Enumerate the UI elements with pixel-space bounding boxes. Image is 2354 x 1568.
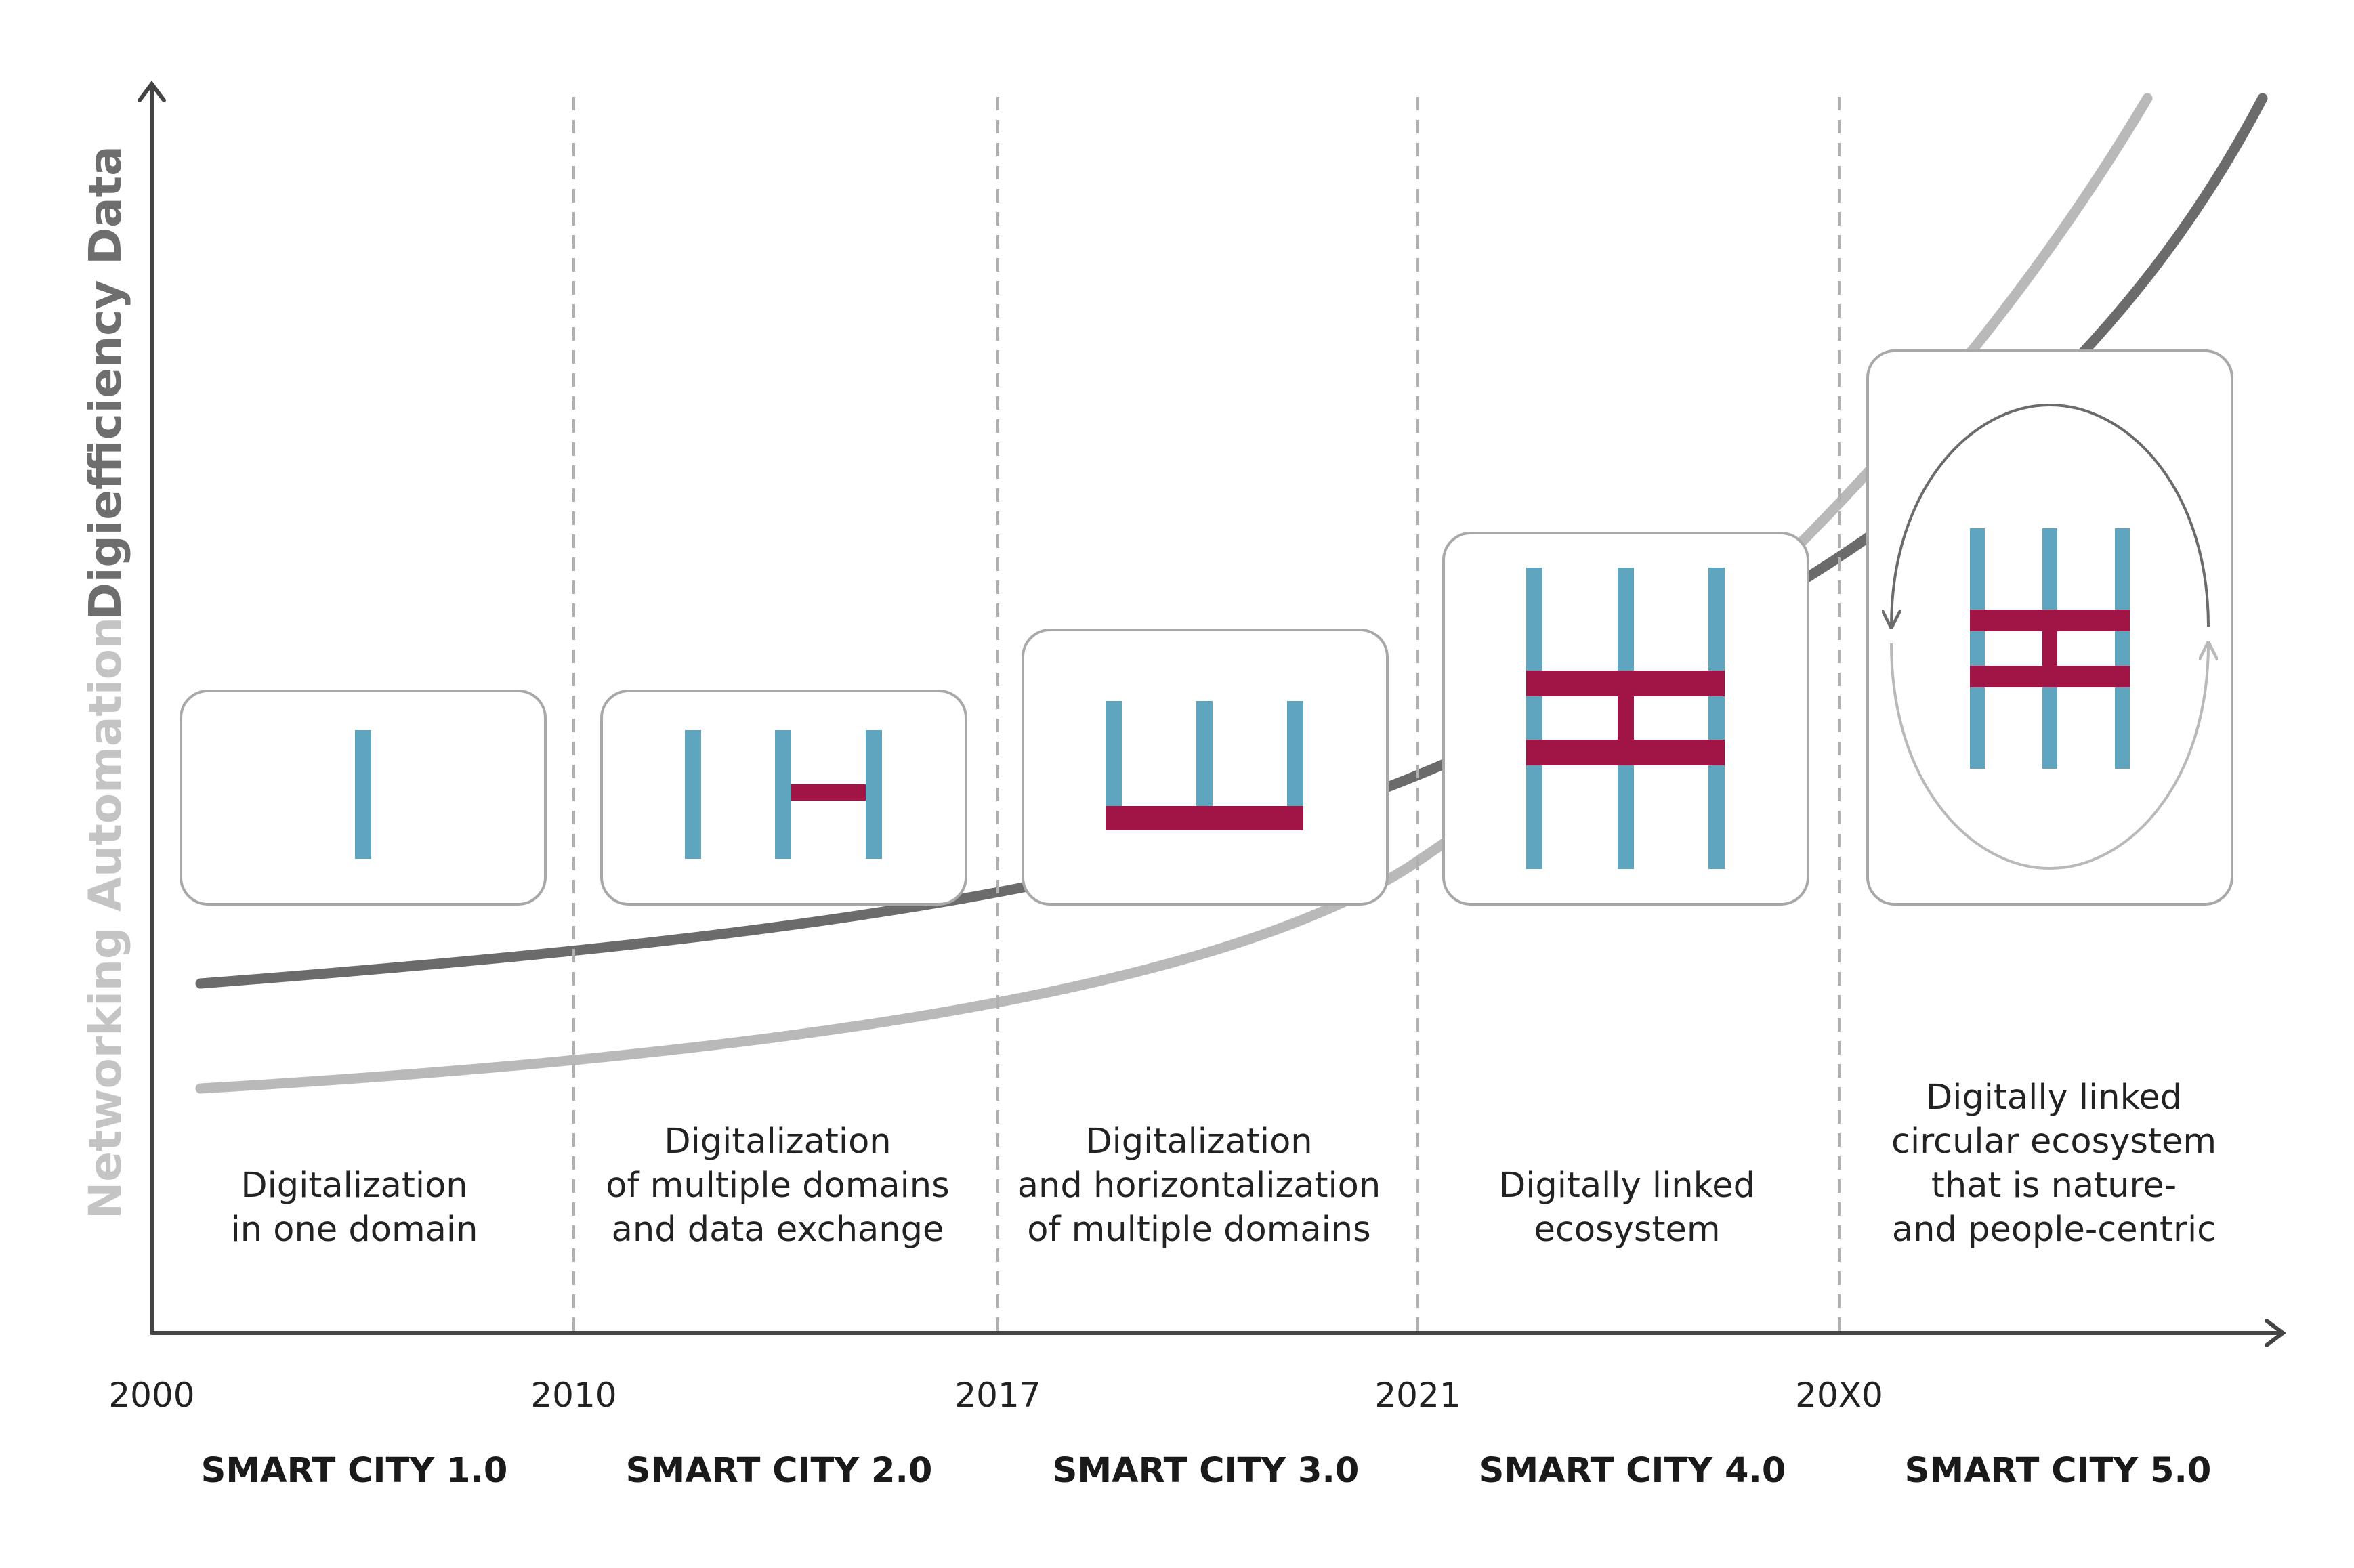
stage-3-card (1022, 629, 1389, 906)
stage-1-title: SMART CITY 1.0 (201, 1451, 508, 1491)
domain-bar (866, 730, 882, 859)
stage-2-description-line: and data exchange (612, 1210, 944, 1250)
y-label-data: Digiefficiency Data (79, 146, 131, 620)
stage-5-card (1866, 349, 2233, 906)
domain-bar (1970, 528, 1985, 769)
stage-5-description-line: circular ecosystem (1891, 1122, 2216, 1162)
stage-2-year: 2010 (530, 1376, 616, 1415)
ecosystem-link-lower (1526, 740, 1725, 765)
stage-3-description-line: of multiple domains (1027, 1210, 1370, 1250)
automation-growth-curve (195, 93, 2153, 1094)
ecosystem-link-upper (1526, 671, 1725, 696)
stage-1-description-line: in one domain (231, 1210, 478, 1250)
stage-5-description-line: Digitally linked (1926, 1078, 2182, 1118)
stage-4-title: SMART CITY 4.0 (1479, 1451, 1786, 1491)
circular-arrow-dark (1891, 403, 2210, 627)
stage-2-description-line: Digitalization (664, 1122, 891, 1162)
domain-bar (1708, 568, 1725, 869)
circular-link-vertical (2042, 631, 2057, 666)
stage-1-year: 2000 (108, 1376, 194, 1415)
horizontal-link (1106, 806, 1303, 830)
stage-5-description-line: that is nature- (1931, 1166, 2177, 1206)
stage-5-description-line: and people-centric (1892, 1210, 2216, 1250)
domain-bar (1526, 568, 1542, 869)
axes (138, 81, 2286, 1347)
stage-2-card (600, 690, 967, 906)
stage-3-year: 2017 (954, 1376, 1041, 1415)
stage-2-description-line: of multiple domains (606, 1166, 949, 1206)
stage-3-title: SMART CITY 3.0 (1053, 1451, 1360, 1491)
stage-3-description-line: Digitalization (1085, 1122, 1312, 1162)
stage-2-title: SMART CITY 2.0 (626, 1451, 933, 1491)
domain-bar (685, 730, 701, 859)
stage-4-description-line: Digitally linked (1499, 1166, 1755, 1206)
stage-3-description-line: and horizontalization (1017, 1166, 1381, 1206)
stage-1-description-line: Digitalization (240, 1166, 467, 1206)
stage-4-description-line: ecosystem (1534, 1210, 1721, 1250)
stage-4-year: 2021 (1374, 1376, 1460, 1415)
domain-bar (775, 730, 791, 859)
ecosystem-link-vertical (1618, 696, 1634, 740)
circular-arrow-light (1890, 643, 2208, 870)
y-label-automation: Networking Automation (79, 617, 131, 1219)
stage-5-title: SMART CITY 5.0 (1905, 1451, 2212, 1491)
x-axis-arrow-icon (2265, 1319, 2286, 1347)
domain-bar (2115, 528, 2130, 769)
data-exchange-link (791, 784, 866, 801)
circular-link-upper (1970, 610, 2130, 631)
stage-5-year: 20X0 (1795, 1376, 1883, 1415)
y-axis-arrow-icon (138, 81, 166, 102)
circular-link-lower (1970, 666, 2130, 687)
domain-bar (355, 730, 371, 859)
stage-1-card (180, 690, 547, 906)
stage-4-card (1442, 532, 1809, 906)
